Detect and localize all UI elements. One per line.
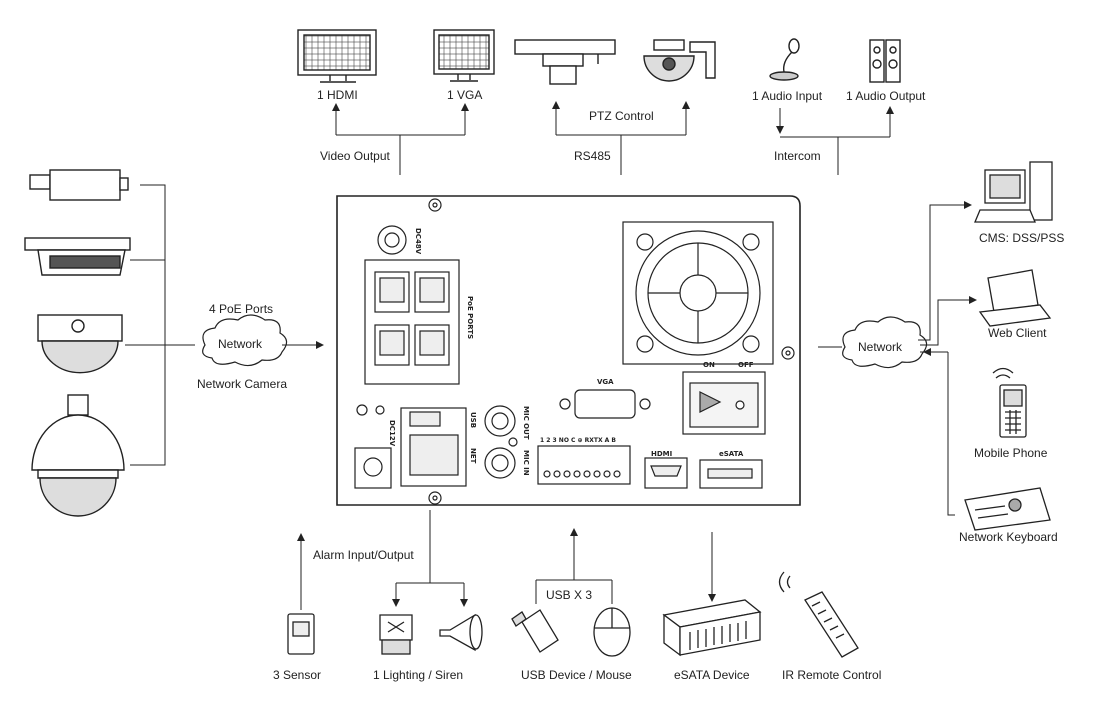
box-camera-icon	[29, 169, 129, 201]
hdmi-monitor-icon	[297, 29, 377, 83]
microphone-icon	[769, 38, 800, 81]
lighting-siren-label: 1 Lighting / Siren	[373, 668, 464, 682]
mouse-icon	[593, 607, 631, 657]
ir-remote-label: IR Remote Control	[782, 668, 882, 682]
rs485-label: RS485	[574, 149, 611, 163]
on-label: ON	[703, 361, 715, 369]
camera-connector	[125, 184, 195, 466]
bullet-camera-icon	[24, 237, 131, 276]
net-panel-label: NET	[469, 448, 477, 464]
network-keyboard-label: Network Keyboard	[959, 530, 1058, 544]
keyboard-icon	[964, 487, 1051, 531]
lighting-icon	[379, 614, 413, 655]
ptz-connector	[552, 101, 690, 175]
mobile-phone-label: Mobile Phone	[974, 446, 1048, 460]
right-cloud-icon	[842, 316, 928, 369]
usb-device-mouse-label: USB Device / Mouse	[521, 668, 632, 682]
hdmi-panel-label: HDMI	[651, 450, 673, 458]
panel-details	[354, 198, 795, 505]
alarm-io-label: Alarm Input/Output	[313, 548, 414, 562]
mobile-phone-icon	[992, 367, 1027, 438]
video-output-connector	[332, 103, 469, 175]
poe-ports-panel-label: PoE PORTS	[466, 296, 474, 340]
audio-input-label: 1 Audio Input	[752, 89, 823, 103]
alarm-connector	[392, 510, 468, 607]
mic-out-label: MIC OUT	[522, 406, 530, 440]
speed-dome-camera-icon	[31, 394, 125, 517]
usb-connector	[535, 528, 613, 604]
sensor-icon	[287, 613, 315, 655]
vga-label: 1 VGA	[447, 88, 483, 102]
left-cloud-icon	[202, 314, 288, 367]
ptz-dome-camera-icon	[643, 39, 716, 82]
ptz-control-label: PTZ Control	[589, 109, 654, 123]
mic-in-label: MIC IN	[522, 450, 530, 476]
usb-stick-icon	[511, 609, 559, 653]
laptop-icon	[978, 269, 1052, 327]
esata-panel-label: eSATA	[719, 450, 744, 458]
left-network-label: Network	[218, 337, 263, 351]
intercom-label: Intercom	[774, 149, 821, 163]
dome-camera-icon	[37, 314, 123, 374]
dc12v-label: DC12V	[388, 420, 396, 447]
remote-control-icon	[778, 571, 859, 658]
network-camera-label: Network Camera	[197, 377, 288, 391]
vga-monitor-icon	[433, 29, 495, 82]
web-client-label: Web Client	[988, 326, 1047, 340]
ptz-box-camera-icon	[514, 39, 616, 85]
right-connector	[918, 201, 977, 516]
desktop-pc-icon	[974, 161, 1053, 223]
esata-device-label: eSATA Device	[674, 668, 750, 682]
sensor-label: 3 Sensor	[273, 668, 322, 682]
dc48v-label: DC48V	[414, 228, 422, 255]
right-network-label: Network	[858, 340, 903, 354]
poe-ports-label: 4 PoE Ports	[209, 302, 274, 316]
cms-label: CMS: DSS/PSS	[979, 231, 1065, 245]
usb-panel-label: USB	[469, 412, 477, 429]
audio-output-label: 1 Audio Output	[846, 89, 926, 103]
usb-x3-label: USB X 3	[546, 588, 593, 602]
intercom-connector	[776, 106, 894, 175]
siren-icon	[439, 613, 483, 652]
speaker-icon	[869, 39, 901, 83]
off-label: OFF	[738, 361, 754, 369]
hdmi-label: 1 HDMI	[317, 88, 358, 102]
video-output-label: Video Output	[320, 149, 390, 163]
terminal-label: 1 2 3 NO C ⊕ RXTX A B	[540, 437, 616, 444]
vga-panel-label: VGA	[597, 378, 614, 386]
esata-device-icon	[662, 599, 762, 657]
